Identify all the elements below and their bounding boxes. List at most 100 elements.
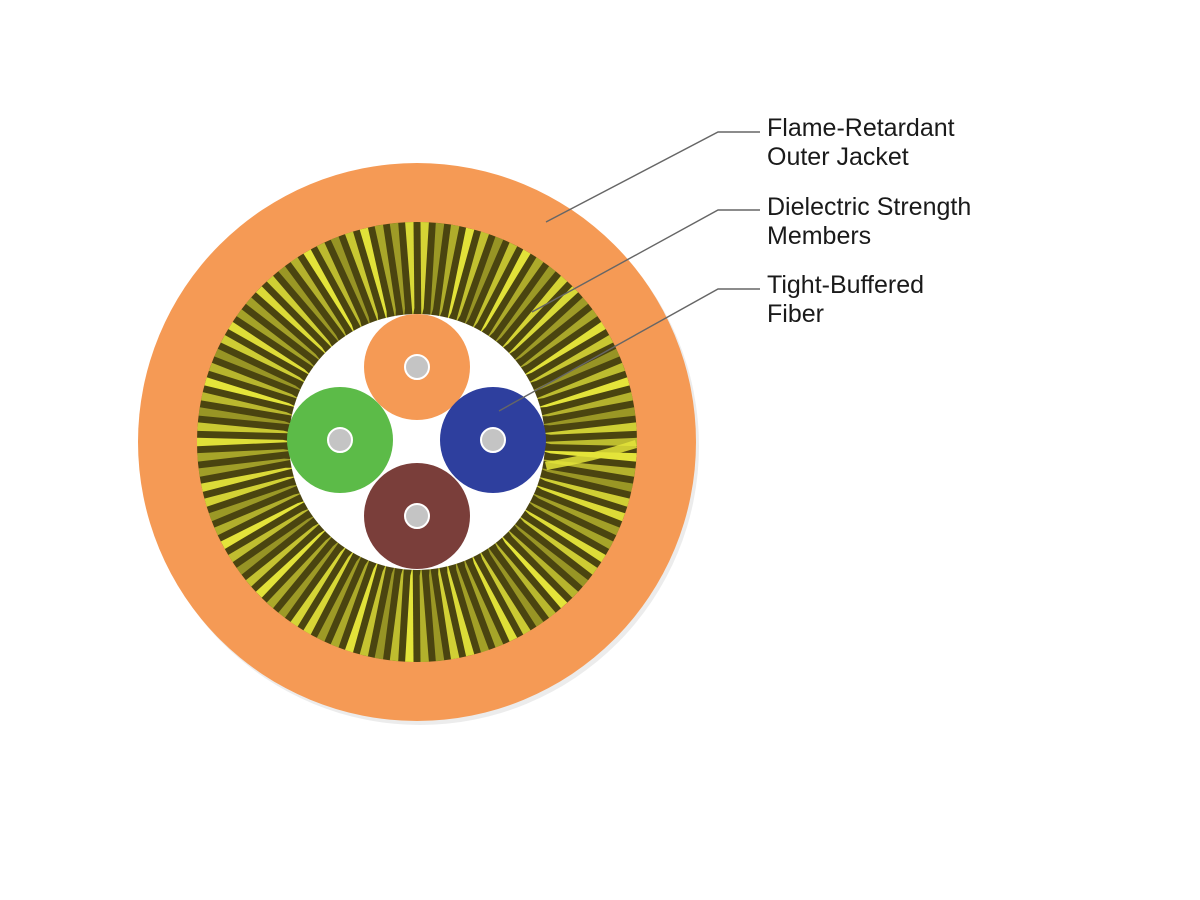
strength-member-strand bbox=[539, 407, 636, 426]
strength-member-strand bbox=[540, 422, 637, 435]
strength-member-strand bbox=[538, 467, 633, 492]
strength-member-strand bbox=[500, 275, 568, 350]
strength-member-strand bbox=[316, 553, 363, 642]
strength-member-strand bbox=[512, 521, 589, 587]
strength-member-strand bbox=[204, 476, 298, 507]
strength-member-strand bbox=[255, 528, 328, 598]
strength-member-strand bbox=[463, 236, 504, 327]
strength-member-strand bbox=[214, 348, 304, 392]
strength-member-strand bbox=[220, 500, 308, 549]
strength-member-strand bbox=[517, 514, 598, 575]
strength-member-strand bbox=[236, 514, 317, 575]
strength-member-strand bbox=[204, 377, 298, 408]
strength-member-strand bbox=[266, 534, 334, 609]
strength-member-strand bbox=[197, 422, 294, 434]
strength-member-strand bbox=[536, 476, 630, 507]
strength-member-strand bbox=[198, 458, 295, 477]
strength-member-strand bbox=[345, 559, 379, 653]
strength-member-strand bbox=[198, 407, 295, 425]
strength-member-strand bbox=[389, 565, 404, 662]
strength-member-strand bbox=[506, 286, 579, 356]
strength-member-strand bbox=[455, 559, 489, 653]
strength-member-strand bbox=[438, 224, 460, 320]
strength-member-strand bbox=[245, 521, 322, 587]
strength-member-strand bbox=[405, 565, 414, 662]
fiber-orange-core bbox=[404, 354, 430, 380]
strength-member-strand bbox=[266, 275, 334, 350]
label-strength-members-line-1: Dielectric Strength bbox=[767, 193, 972, 221]
strength-member-strand bbox=[228, 507, 312, 563]
strength-member-strand bbox=[471, 553, 518, 642]
strength-member-strand bbox=[538, 392, 633, 417]
strength-member-strand bbox=[533, 484, 626, 522]
label-tight-buffered-fiber-line-2: Fiber bbox=[767, 300, 824, 328]
strength-member-strand bbox=[447, 562, 475, 657]
label-outer-jacket-line-2: Outer Jacket bbox=[767, 143, 909, 171]
strength-member-strand bbox=[463, 557, 504, 648]
strength-member-strand bbox=[471, 242, 518, 331]
fiber-green-core bbox=[327, 427, 353, 453]
strength-member-strand bbox=[330, 557, 371, 648]
strength-member-strand bbox=[389, 222, 405, 319]
strength-member-strand bbox=[228, 321, 312, 377]
strength-member-strand bbox=[522, 507, 606, 563]
strength-member-strand bbox=[208, 362, 301, 400]
strength-member-strand bbox=[197, 437, 293, 447]
fiber-brown-core bbox=[404, 503, 430, 529]
label-outer-jacket: Flame-Retardant Outer Jacket bbox=[767, 114, 955, 172]
strength-member-strand bbox=[303, 549, 355, 635]
tight-buffered-fibers bbox=[287, 314, 546, 569]
strength-member-strand bbox=[506, 528, 579, 598]
strength-member-strand bbox=[214, 492, 304, 536]
strength-member-strand bbox=[500, 534, 568, 609]
strength-member-strand bbox=[526, 335, 614, 384]
strength-member-strand bbox=[245, 297, 322, 363]
strength-member-strand bbox=[359, 227, 387, 322]
strength-member-strand bbox=[208, 484, 301, 522]
leader-line-fiber bbox=[498, 288, 760, 412]
leader-line-jacket bbox=[545, 131, 760, 223]
strength-member-strand-highlight bbox=[545, 440, 637, 470]
label-strength-members-line-2: Members bbox=[767, 222, 872, 250]
strength-member-strand bbox=[438, 564, 460, 660]
strength-member-strand bbox=[374, 224, 396, 320]
strength-member-strand bbox=[419, 565, 429, 662]
strength-member-strand bbox=[255, 286, 328, 356]
strength-member-strand bbox=[517, 309, 598, 370]
strength-member-strand bbox=[359, 562, 387, 657]
strength-member-strand bbox=[345, 231, 379, 325]
label-tight-buffered-fiber: Tight-Buffered Fiber bbox=[767, 271, 924, 329]
strength-member-strand bbox=[512, 297, 589, 363]
strength-member-strand bbox=[536, 377, 630, 408]
strength-member-strand bbox=[530, 492, 620, 536]
strength-member-strand bbox=[330, 236, 371, 327]
strength-member-strand bbox=[526, 500, 614, 549]
strength-member-strand bbox=[278, 266, 341, 345]
strength-member-strand bbox=[493, 539, 556, 618]
label-outer-jacket-line-1: Flame-Retardant bbox=[767, 114, 955, 142]
strength-member-strand bbox=[533, 362, 626, 400]
strength-member-strand bbox=[479, 249, 531, 335]
strength-member-strand bbox=[197, 449, 294, 462]
strength-member-strand bbox=[303, 249, 355, 335]
strength-member-strand bbox=[201, 392, 296, 417]
strength-member-strand bbox=[486, 544, 544, 627]
strength-member-strand bbox=[430, 222, 445, 319]
label-tight-buffered-fiber-line-1: Tight-Buffered bbox=[767, 271, 925, 299]
strength-member-strand bbox=[290, 544, 348, 627]
strength-member-strand bbox=[374, 564, 396, 660]
strength-member-strand bbox=[201, 467, 296, 492]
strength-member-strand bbox=[479, 549, 531, 635]
strength-member-strand bbox=[220, 335, 308, 384]
strength-member-strand bbox=[486, 257, 544, 340]
strength-member-strand bbox=[429, 565, 445, 662]
strength-member-strand bbox=[420, 222, 429, 319]
fiber-blue-core bbox=[480, 427, 506, 453]
strength-member-strand bbox=[455, 231, 489, 325]
core-space bbox=[289, 314, 545, 570]
strength-member-strand bbox=[278, 539, 341, 618]
leader-line-strength bbox=[531, 209, 760, 313]
strength-member-strand bbox=[290, 257, 348, 340]
strength-member-strand bbox=[493, 266, 556, 345]
